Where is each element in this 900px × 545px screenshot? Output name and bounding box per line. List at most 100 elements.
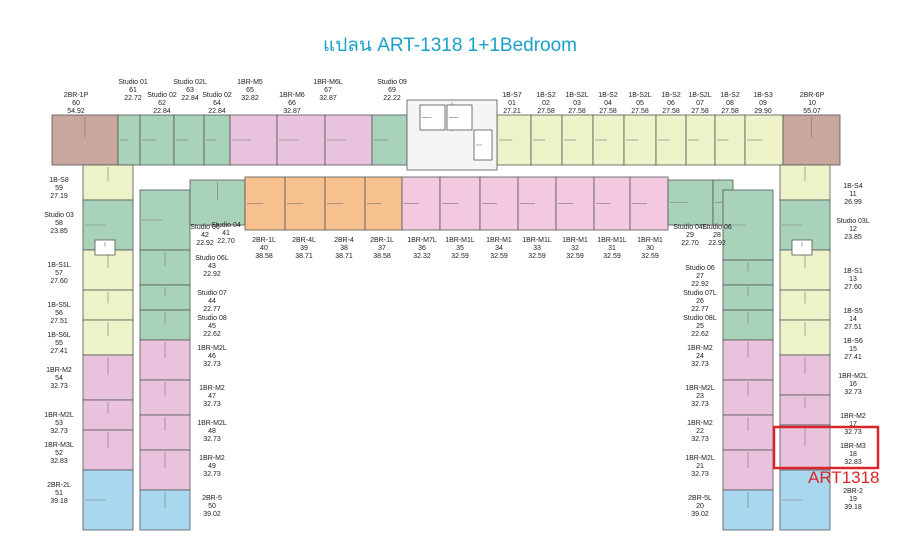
- unit-area: 32.73: [844, 389, 862, 396]
- unit-no: 53: [55, 420, 63, 427]
- unit-area: 22.92: [691, 281, 709, 288]
- unit-no: 29: [686, 232, 694, 239]
- unit-name: 1BR-M1: [486, 237, 512, 244]
- unit-name: 2BR-1P: [63, 92, 89, 99]
- unit-name: 1BR-M1L: [597, 237, 627, 244]
- unit-area: 32.59: [451, 253, 469, 260]
- unit-no: 51: [55, 490, 63, 497]
- unit-area: 23.85: [844, 234, 862, 241]
- unit-name: 1BR-M2L: [685, 455, 715, 462]
- unit-no: 52: [55, 450, 63, 457]
- unit-block: [496, 114, 532, 166]
- unit-name: 1BR-M1L: [522, 237, 552, 244]
- unit-no: 66: [288, 100, 296, 107]
- unit-no: 02: [542, 100, 550, 107]
- unit-area: 39.02: [203, 511, 221, 518]
- unit-block: [139, 414, 191, 451]
- unit-area: 32.59: [641, 253, 659, 260]
- unit-name: 1B-S2L: [565, 92, 589, 99]
- unit-no: 38: [340, 245, 348, 252]
- unit-area: 27.58: [537, 108, 555, 115]
- unit-no: 16: [849, 381, 857, 388]
- unit-name: 1BR-M1: [562, 237, 588, 244]
- unit-name: 2BR-5: [202, 495, 222, 502]
- unit-name: 1BR-M1L: [445, 237, 475, 244]
- unit-no: 47: [208, 393, 216, 400]
- unit-area: 32.83: [844, 459, 862, 466]
- unit-no: 41: [222, 230, 230, 237]
- unit-area: 27.51: [50, 318, 68, 325]
- unit-area: 27.19: [50, 193, 68, 200]
- unit-area: 26.99: [844, 199, 862, 206]
- unit-area: 22.92: [196, 240, 214, 247]
- unit-name: 1B-S6L: [47, 332, 71, 339]
- unit-no: 31: [608, 245, 616, 252]
- highlight-box: [772, 425, 880, 470]
- unit-name: 2BR-1L: [252, 237, 276, 244]
- unit-name: 1B-S8: [49, 177, 69, 184]
- unit-no: 48: [208, 428, 216, 435]
- unit-area: 22.84: [181, 95, 199, 102]
- unit-name: 2BR-5L: [688, 495, 712, 502]
- unit-no: 46: [208, 353, 216, 360]
- unit-name: 1BR-M5: [237, 79, 263, 86]
- unit-name: Studio 08L: [683, 315, 717, 322]
- unit-area: 32.73: [844, 429, 862, 436]
- unit-area: 27.51: [844, 324, 862, 331]
- unit-area: 32.82: [241, 95, 259, 102]
- unit-no: 44: [208, 298, 216, 305]
- unit-name: Studio 01: [118, 79, 148, 86]
- unit-name: 1BR-M2: [687, 420, 713, 427]
- unit-area: 23.85: [50, 228, 68, 235]
- unit-area: 39.18: [50, 498, 68, 505]
- unit-area: 22.62: [203, 331, 221, 338]
- stair-block: [473, 129, 493, 161]
- unit-area: 32.73: [203, 436, 221, 443]
- unit-area: 27.58: [568, 108, 586, 115]
- unit-area: 22.92: [708, 240, 726, 247]
- unit-area: 32.87: [283, 108, 301, 115]
- unit-no: 62: [158, 100, 166, 107]
- unit-no: 05: [636, 100, 644, 107]
- unit-no: 54: [55, 375, 63, 382]
- unit-area: 22.70: [681, 240, 699, 247]
- unit-no: 20: [696, 503, 704, 510]
- unit-no: 28: [713, 232, 721, 239]
- unit-name: 1BR-M2L: [44, 412, 74, 419]
- unit-no: 07: [696, 100, 704, 107]
- unit-area: 32.59: [566, 253, 584, 260]
- unit-area: 22.84: [153, 108, 171, 115]
- unit-no: 39: [300, 245, 308, 252]
- unit-no: 21: [696, 463, 704, 470]
- unit-no: 03: [573, 100, 581, 107]
- unit-area: 27.21: [503, 108, 521, 115]
- unit-area: 22.84: [208, 108, 226, 115]
- unit-name: Studio 06: [190, 224, 220, 231]
- unit-no: 17: [849, 421, 857, 428]
- unit-no: 57: [55, 270, 63, 277]
- unit-no: 37: [378, 245, 386, 252]
- unit-area: 55.07: [803, 108, 821, 115]
- unit-area: 32.87: [319, 95, 337, 102]
